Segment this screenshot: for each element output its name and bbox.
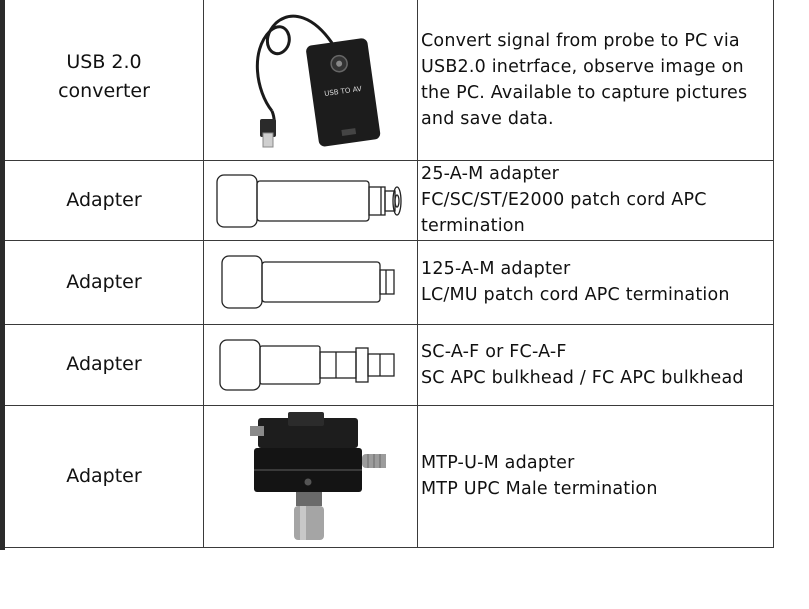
item-image-cell xyxy=(203,404,418,548)
description-line: LC/MU patch cord APC termination xyxy=(421,285,730,305)
description-line: SC APC bulkhead / FC APC bulkhead xyxy=(421,367,744,388)
item-image-cell: USB TO AV xyxy=(203,0,418,161)
item-name: Adapter xyxy=(66,353,142,375)
mtp-u-m-adapter-image xyxy=(249,412,386,540)
description-line: FC/SC/ST/E2000 patch cord APC xyxy=(421,190,707,210)
item-name: USB 2.0 xyxy=(66,50,142,73)
description-line: SC-A-F or FC-A-F xyxy=(421,341,567,362)
item-description-cell: MTP-U-M adapter MTP UPC Male termination xyxy=(417,404,774,548)
table-row: USB 2.0 converter USB TO AV xyxy=(5,0,774,161)
25-a-m-adapter-image xyxy=(215,174,402,228)
item-name-cell: USB 2.0 converter xyxy=(5,0,204,161)
description-line: 125-A-M adapter xyxy=(421,259,571,279)
adapter-spec-table: USB 2.0 converter USB TO AV xyxy=(5,0,774,548)
sc-fc-a-f-adapter-image xyxy=(218,338,395,391)
125-a-m-adapter-image xyxy=(220,255,395,309)
description-line: MTP-U-M adapter xyxy=(421,453,575,473)
item-image-cell xyxy=(203,239,418,325)
item-description-cell: 25-A-M adapter FC/SC/ST/E2000 patch cord… xyxy=(417,159,774,241)
item-name: Adapter xyxy=(66,270,142,293)
item-name-cell: Adapter xyxy=(5,323,204,406)
table-row: Adapter xyxy=(5,404,774,548)
item-description-cell: Convert signal from probe to PC via USB2… xyxy=(417,0,774,161)
item-description-cell: 125-A-M adapter LC/MU patch cord APC ter… xyxy=(417,239,774,325)
table-row: Adapter 125-A-M adapter LC/MU patch cord… xyxy=(5,239,774,325)
page-edge-bar xyxy=(0,0,5,550)
item-name: Adapter xyxy=(66,188,142,211)
usb-to-av-converter-image: USB TO AV xyxy=(255,14,380,148)
item-name-cell: Adapter xyxy=(5,239,204,325)
item-image-cell xyxy=(203,159,418,241)
item-name-cell: Adapter xyxy=(5,159,204,241)
description-line: and save data. xyxy=(421,108,554,129)
item-image-cell xyxy=(203,323,418,406)
table-row: Adapter 25-A-M adapter FC/SC/ST/E2000 pa… xyxy=(5,159,774,241)
item-name-cell: Adapter xyxy=(5,404,204,548)
description-line: Convert signal from probe to PC via xyxy=(421,30,740,51)
description-line: the PC. Available to capture pictures xyxy=(421,82,748,103)
table-row: Adapter SC-A-F or FC-A-F SC APC bulkhead… xyxy=(5,323,774,406)
description-line: USB2.0 inetrface, observe image on xyxy=(421,56,744,77)
description-line: MTP UPC Male termination xyxy=(421,479,658,499)
description-line: 25-A-M adapter xyxy=(421,164,560,184)
item-description-cell: SC-A-F or FC-A-F SC APC bulkhead / FC AP… xyxy=(417,323,774,406)
description-line: termination xyxy=(421,216,525,236)
item-name: Adapter xyxy=(66,464,142,487)
item-name: converter xyxy=(58,79,150,102)
